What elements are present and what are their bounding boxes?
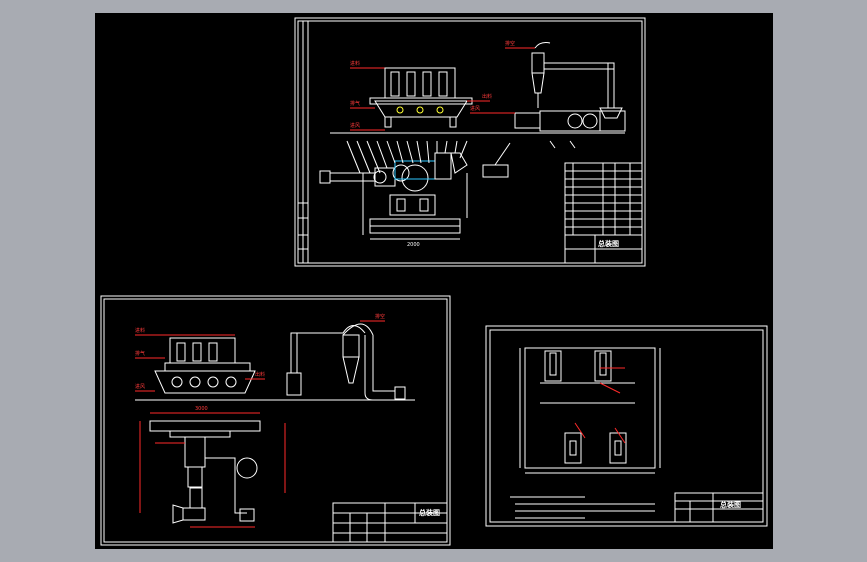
cad-viewport[interactable]: 进料 排气 出料 进风 <box>95 13 773 549</box>
foundation-plan <box>519 347 661 474</box>
svg-text:进风: 进风 <box>470 105 480 112</box>
drawing-sheet-assembly: 进料 排气 出料 进风 <box>294 17 646 267</box>
sheet-assembly-title: 总装图 <box>598 239 619 248</box>
foundation-title-block: 总装图 <box>674 492 764 523</box>
drawing-sheet-foundation: 总装图 <box>485 325 768 527</box>
layout-dryer-elevation: 进料 排气 出料 进风 <box>135 327 415 401</box>
sheet-layout-title: 总装图 <box>419 508 440 517</box>
dim-assembly-width: 2000 <box>407 242 420 248</box>
cyclone-elevation: 排空 进风 <box>470 40 626 178</box>
svg-text:进料: 进料 <box>350 60 360 67</box>
svg-text:排空: 排空 <box>375 313 385 320</box>
dryer-elevation: 进料 排气 出料 进风 <box>350 60 492 131</box>
svg-text:出料: 出料 <box>482 93 492 100</box>
svg-text:出料: 出料 <box>255 371 265 378</box>
svg-text:进风: 进风 <box>135 383 145 390</box>
layout-cyclone-elevation: 排空 <box>286 313 406 401</box>
svg-text:排空: 排空 <box>505 40 515 47</box>
dim-layout-width: 3000 <box>195 406 208 412</box>
sheet-assembly-side-strip <box>298 21 309 263</box>
layout-plan-view: 3000 <box>139 406 286 528</box>
foundation-notes <box>510 496 655 519</box>
svg-text:进风: 进风 <box>350 122 360 129</box>
drawing-sheet-layout: 进料 排气 出料 进风 <box>100 295 451 546</box>
svg-text:排气: 排气 <box>135 350 145 357</box>
layout-title-block: 总装图 <box>332 502 448 543</box>
parts-list-table: 总装图 <box>564 162 643 264</box>
sheet-foundation-title: 总装图 <box>720 500 741 509</box>
svg-text:排气: 排气 <box>350 100 360 107</box>
dryer-plan-view: 2000 <box>319 140 468 248</box>
svg-text:进料: 进料 <box>135 327 145 334</box>
